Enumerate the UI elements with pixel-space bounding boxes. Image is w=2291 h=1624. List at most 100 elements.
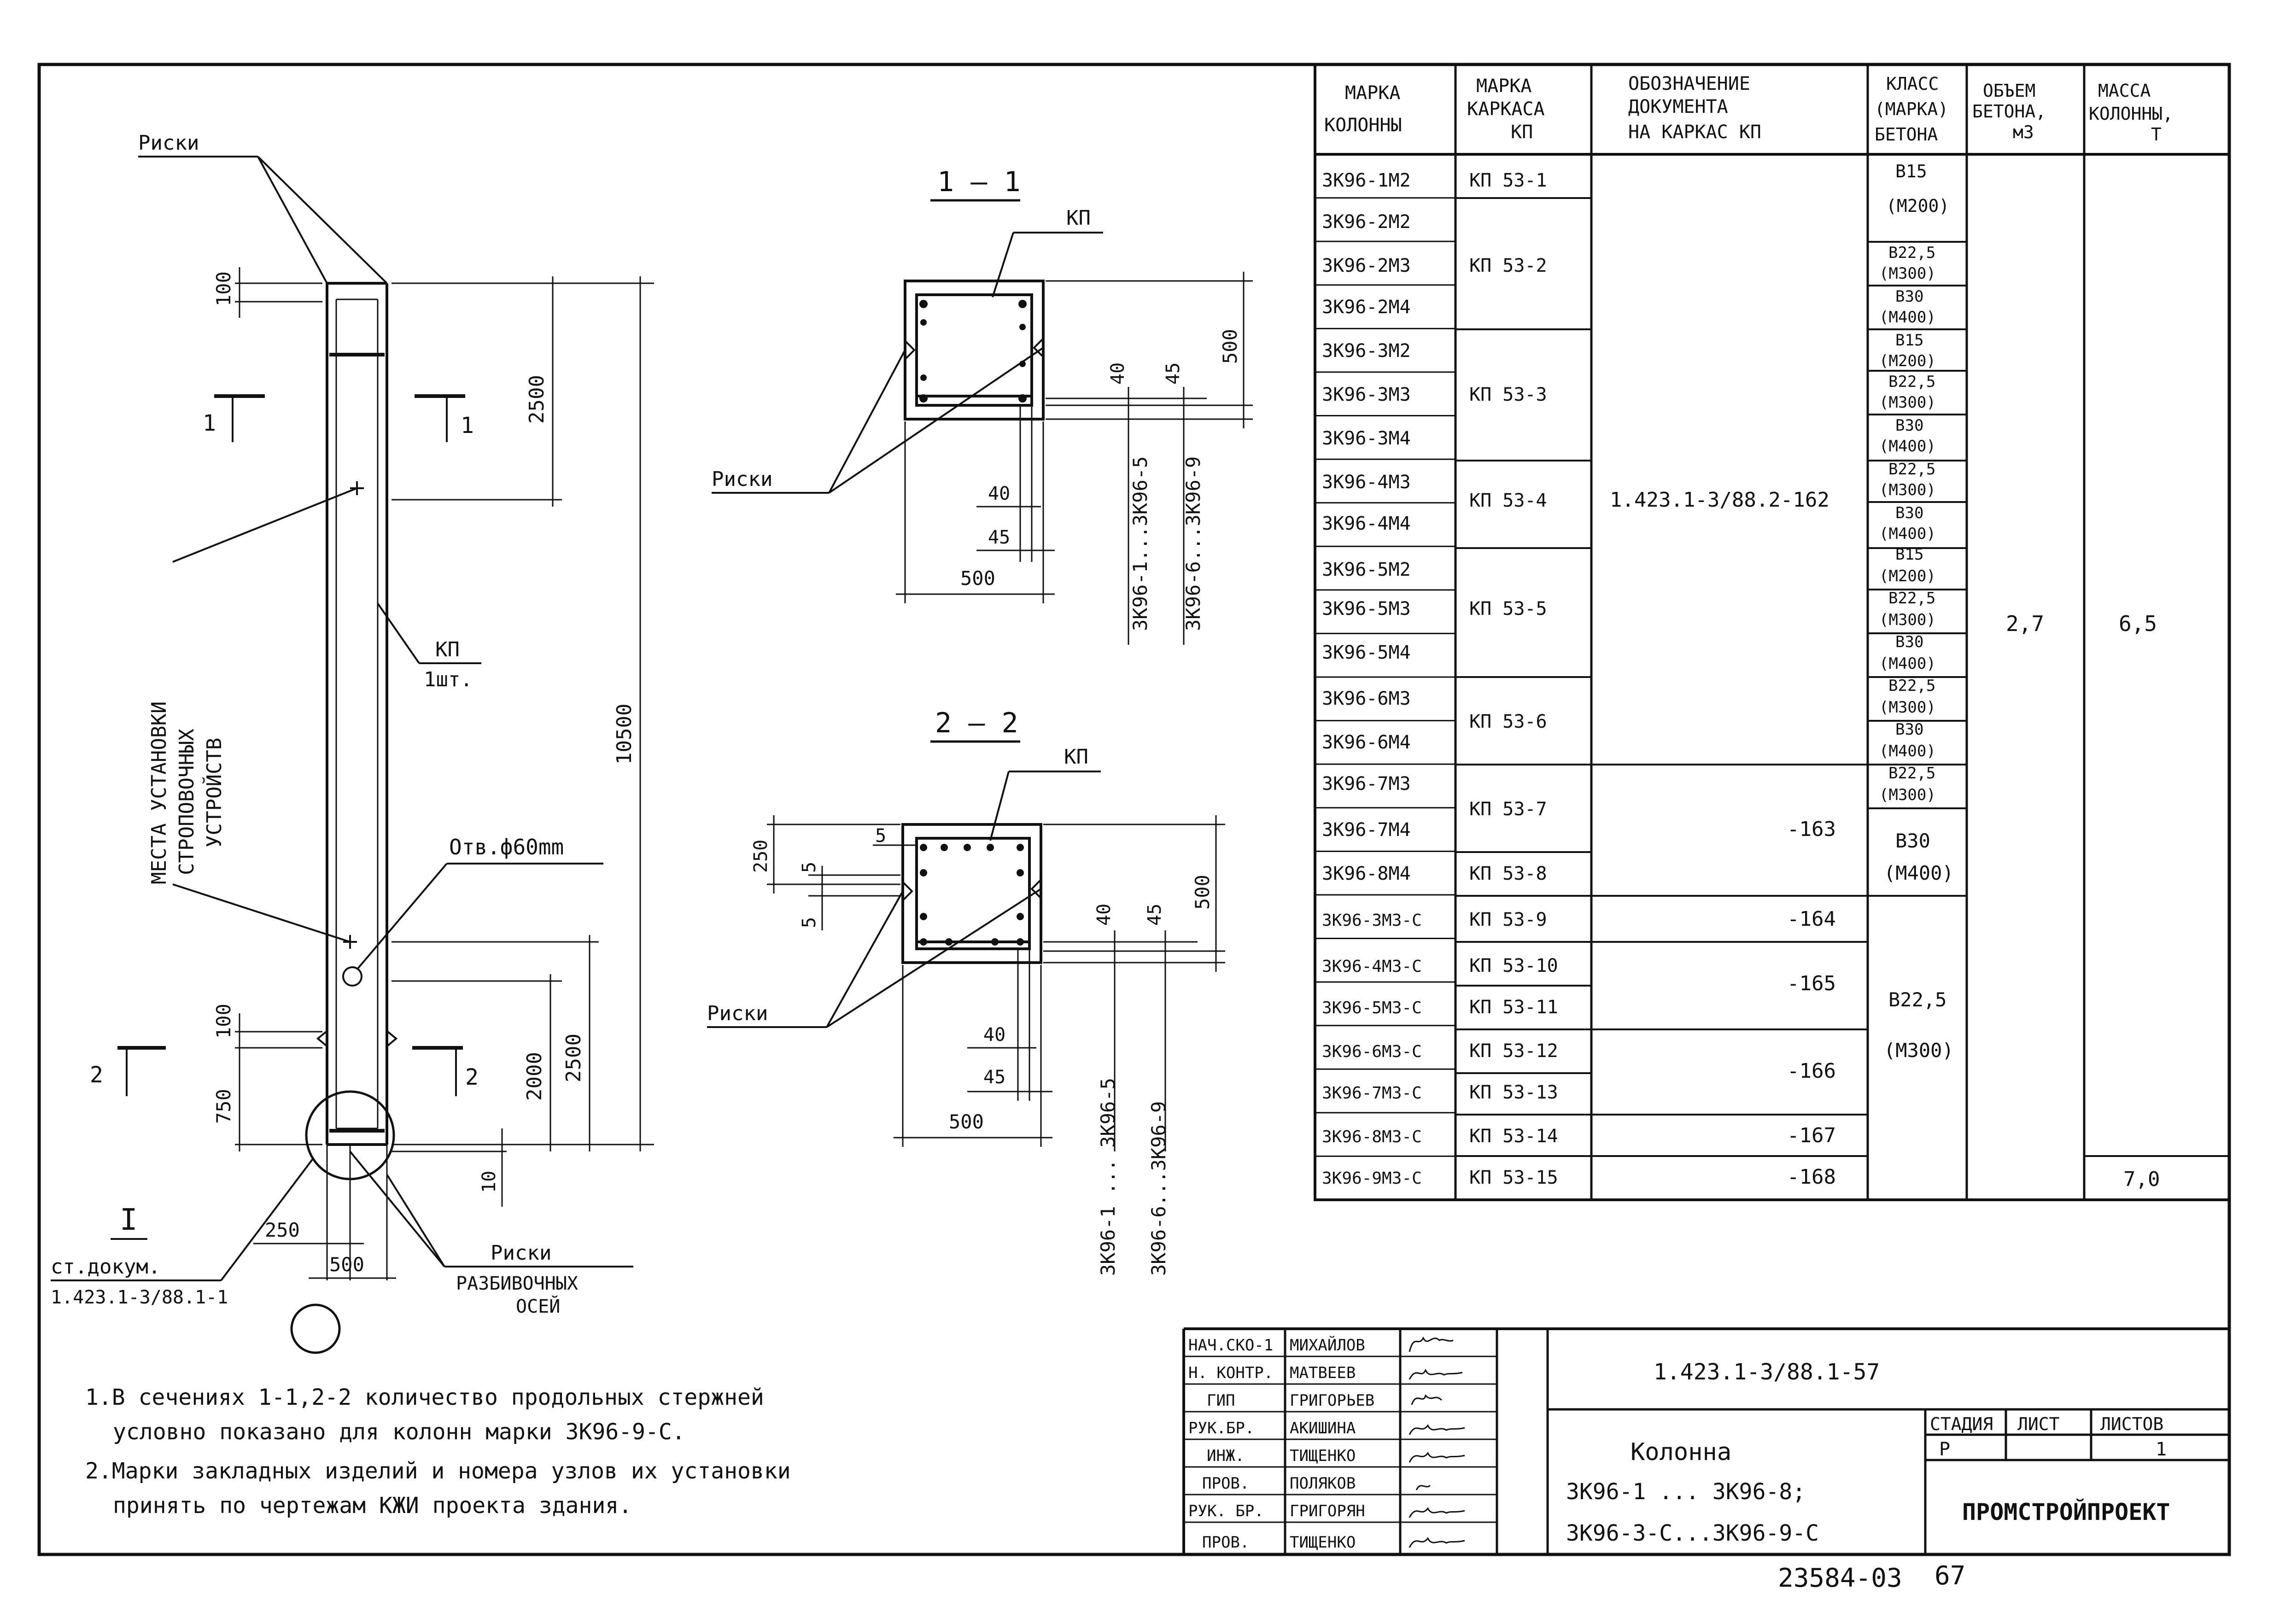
- page-number: 67: [1934, 1561, 1965, 1591]
- section-1-dim-500-h: 500: [960, 567, 995, 590]
- dim-2500-bottom: 2500: [562, 1034, 585, 1082]
- stage-label: СТАДИЯ: [1930, 1414, 1993, 1434]
- lifting-label-3: УСТРОЙСТВ: [202, 738, 226, 847]
- concrete-class: В30: [1895, 830, 1930, 852]
- column-mark: 3К96-6М3: [1322, 688, 1411, 709]
- section-2-2: 2 – 2 КП Риски 250: [707, 707, 1225, 1276]
- hdr-doc-3: НА КАРКАС КП: [1628, 122, 1761, 143]
- column-mark: 3К96-4М3: [1322, 472, 1411, 493]
- concrete-grade: (М200): [1886, 196, 1949, 216]
- concrete-class: В15: [1895, 161, 1927, 181]
- section-1-dim-500-v: 500: [1219, 329, 1241, 364]
- hdr-volume-1: ОБЪЕМ: [1983, 81, 2035, 101]
- concrete-class: В22,5: [1888, 988, 1946, 1011]
- section-2-dim-40-v: 40: [1093, 904, 1115, 926]
- section-mark-1-left: 1: [203, 410, 216, 436]
- signer-role: ИНЖ.: [1207, 1447, 1245, 1465]
- column-mark: 3К96-4М4: [1322, 513, 1411, 534]
- column-dims-bottom: 250 500: [253, 1219, 396, 1279]
- section-1-dim-40-v: 40: [1107, 362, 1128, 385]
- section-2-dim-45-v: 45: [1144, 904, 1165, 926]
- concrete-grade: (М300): [1879, 786, 1936, 804]
- concrete-grade: (М300): [1879, 393, 1936, 412]
- hdr-mass-2: КОЛОННЫ,: [2089, 104, 2173, 124]
- kp-mark: КП 53-15: [1469, 1167, 1558, 1188]
- column-mark: 3К96-1М2: [1322, 170, 1411, 191]
- section-2-dim-5-side: 5: [799, 917, 820, 928]
- column-mark: 3К96-7М3: [1322, 773, 1411, 794]
- st-dokum-code: 1.423.1-3/88.1-1: [51, 1287, 228, 1308]
- kp-count-label: 1шт.: [424, 668, 473, 691]
- section-2-riski-label: Риски: [707, 1002, 768, 1025]
- kp-mark: КП 53-4: [1469, 490, 1547, 511]
- axis-marks-label-3: ОСЕЙ: [516, 1295, 560, 1317]
- column-mark: 3К96-5М3: [1322, 598, 1411, 619]
- column-dims-right: 2500 10500 2500 2000 10: [392, 276, 654, 1207]
- lifting-label-1: МЕСТА УСТАНОВКИ: [147, 701, 171, 884]
- column-mark: 3К96-5М4: [1322, 642, 1411, 663]
- column-mark: 3К96-6М4: [1322, 732, 1411, 753]
- hdr-col-mark-1: МАРКА: [1345, 82, 1400, 104]
- column-mark: 3К96-3М3-С: [1322, 911, 1422, 930]
- column-mark: 3К96-5М2: [1322, 559, 1411, 580]
- section-mark-2-right: 2: [465, 1064, 479, 1090]
- kp-mark: КП 53-3: [1469, 384, 1547, 405]
- section-1-1: 1 – 1 КП Риски 40 45: [712, 166, 1253, 645]
- riski-top-label: Риски: [138, 131, 199, 155]
- section-2-title: 2 – 2: [935, 707, 1018, 739]
- concrete-grade: (М400): [1879, 525, 1936, 543]
- hdr-doc-2: ДОКУМЕНТА: [1628, 96, 1728, 117]
- doc-value: -163: [1787, 818, 1836, 841]
- column-mark: 3К96-3М2: [1322, 340, 1411, 362]
- title-line-2: 3К96-1 ... 3К96-8;: [1566, 1479, 1806, 1505]
- hdr-volume-2: БЕТОНА,: [1972, 101, 2046, 122]
- concrete-class: В22,5: [1888, 244, 1935, 262]
- sheet-label: ЛИСТ: [2017, 1414, 2060, 1434]
- node-reference: I ст.докум. 1.423.1-3/88.1-1: [51, 1157, 314, 1308]
- concrete-grade: (М300): [1879, 698, 1936, 717]
- column-marks: 3К96-1М2 3К96-2М2 3К96-2М3 3К96-2М4 3К96…: [1322, 170, 1422, 1188]
- axis-marks-label-1: Риски: [491, 1241, 551, 1265]
- section-2-mark-b: 3К96-6...3К96-9: [1147, 1101, 1170, 1276]
- concrete-grade: (М400): [1884, 862, 1954, 884]
- hdr-mass-1: МАССА: [2098, 81, 2151, 101]
- kp-grid: [1455, 197, 1591, 1157]
- hdr-kp-mark-3: КП: [1511, 122, 1533, 143]
- column-mark: 3К96-2М2: [1322, 211, 1411, 233]
- axis-marks-label-2: РАЗБИВОЧНЫХ: [456, 1273, 578, 1294]
- hdr-doc-1: ОБОЗНАЧЕНИЕ: [1628, 73, 1750, 94]
- lifting-label-2: СТРОПОВОЧНЫХ: [175, 729, 199, 875]
- sheets-value: 1: [2156, 1439, 2167, 1460]
- kp-mark: КП 53-5: [1469, 598, 1547, 619]
- concrete-grade: (М400): [1879, 437, 1936, 456]
- section-1-mark-a: 3К96-1...3К96-5: [1129, 456, 1151, 631]
- concrete-grade: (М200): [1879, 567, 1936, 585]
- dim-10: 10: [479, 1171, 500, 1193]
- dim-100-top: 100: [212, 271, 235, 306]
- concrete-class: В30: [1895, 416, 1923, 435]
- note-1-line-1: 1.В сечениях 1-1,2-2 количество продольн…: [85, 1384, 764, 1410]
- signer-role: ПРОВ.: [1202, 1474, 1249, 1493]
- organization-name: ПРОМСТРОЙПРОЕКТ: [1962, 1498, 2170, 1525]
- column-mark: 3К96-3М4: [1322, 428, 1411, 449]
- concrete-grade: (М300): [1879, 264, 1936, 283]
- signer-name: ПОЛЯКОВ: [1290, 1474, 1356, 1493]
- dim-100-bottom: 100: [212, 1004, 235, 1039]
- spec-table: МАРКА КОЛОННЫ МАРКА КАРКАСА КП ОБОЗНАЧЕН…: [1314, 63, 2231, 1201]
- concrete-grid: [1868, 241, 1967, 809]
- doc-value: -166: [1787, 1059, 1836, 1083]
- section-2-dim-5-top: 5: [799, 862, 820, 873]
- note-1-line-2: условно показано для колонн марки 3К96-9…: [113, 1419, 685, 1445]
- section-mark-2-left: 2: [90, 1062, 103, 1088]
- doc-value: -168: [1787, 1165, 1836, 1189]
- doc-value: -167: [1787, 1124, 1836, 1147]
- concrete-class: В22,5: [1888, 764, 1935, 783]
- hdr-col-mark-2: КОЛОННЫ: [1324, 115, 1402, 136]
- kp-marks: КП 53-1 КП 53-2 КП 53-3 КП 53-4 КП 53-5 …: [1469, 170, 1558, 1188]
- column-mark: 3К96-4М3-С: [1322, 957, 1422, 976]
- kp-mark: КП 53-1: [1469, 170, 1547, 191]
- column-dims-left: 100 100 750: [212, 267, 322, 1151]
- section-markers: 1 1 2 2: [90, 394, 479, 1096]
- concrete-class: В22,5: [1888, 589, 1935, 608]
